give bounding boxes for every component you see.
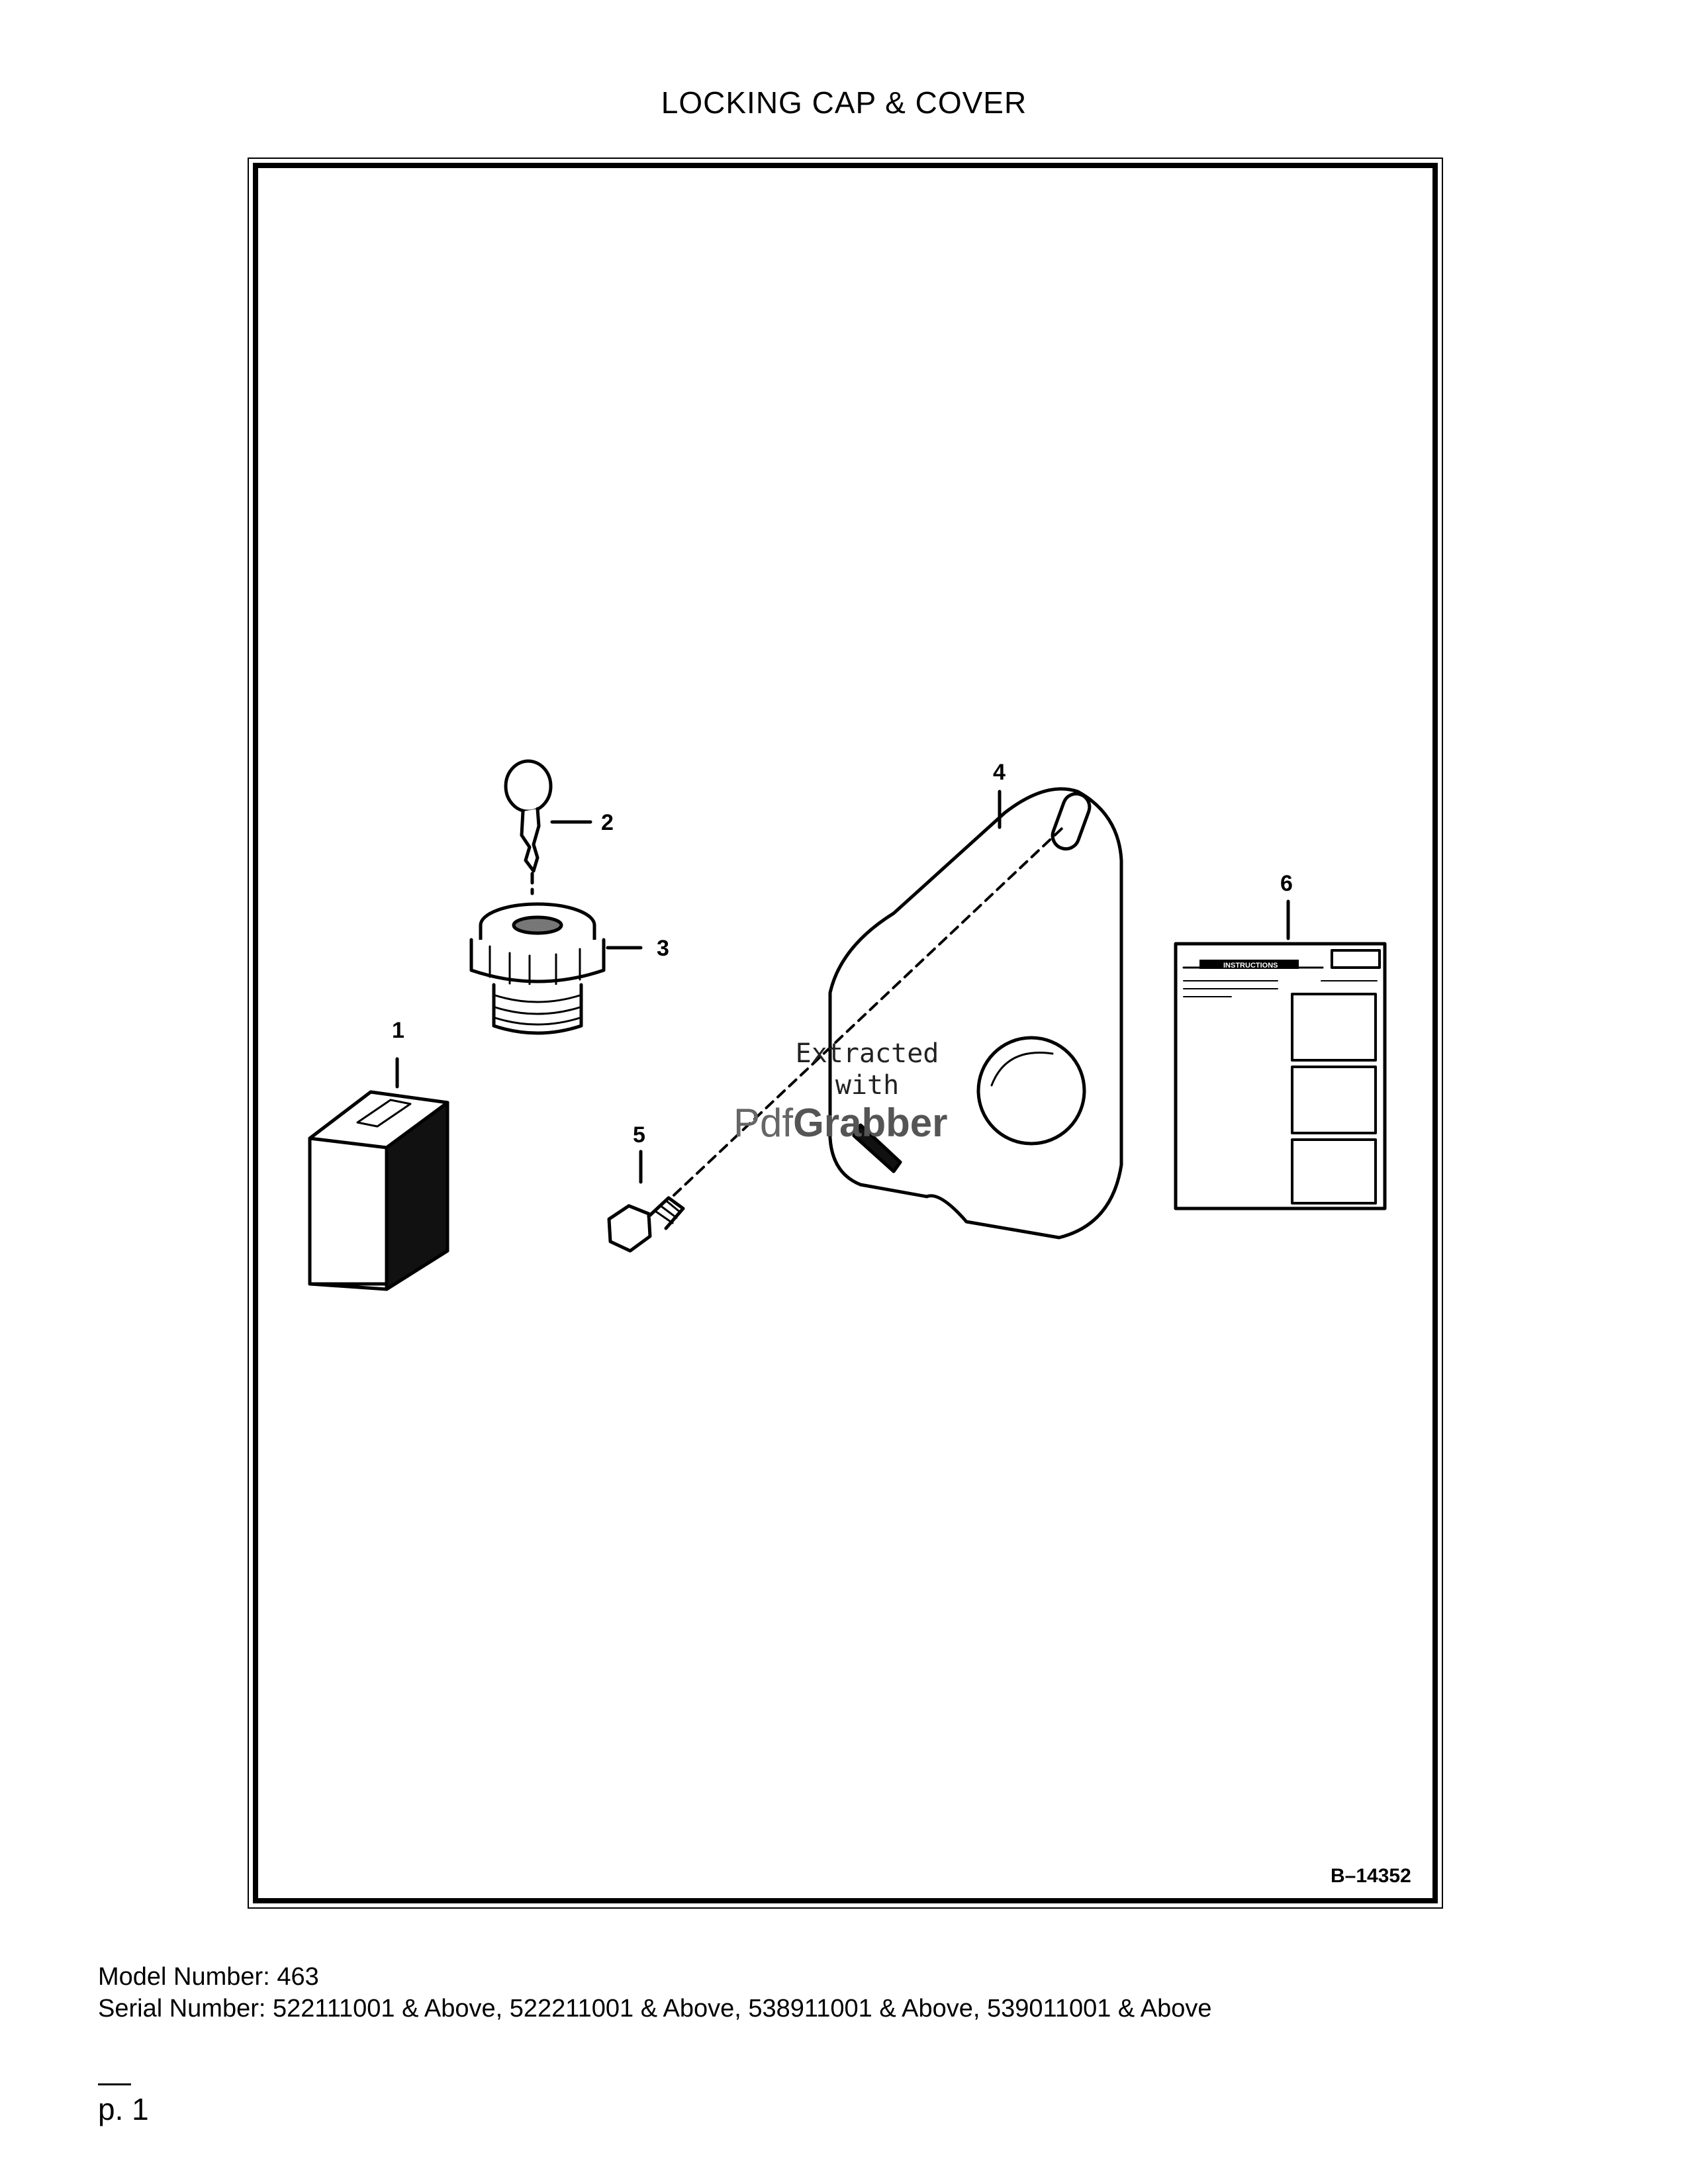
callout-5: 5 bbox=[633, 1122, 645, 1148]
page-title: LOCKING CAP & COVER bbox=[661, 85, 1027, 120]
model-number: Model Number: 463 bbox=[98, 1963, 319, 1991]
part-5-bolt bbox=[607, 1150, 685, 1253]
callout-1: 1 bbox=[392, 1018, 404, 1043]
part-2-key bbox=[504, 759, 592, 895]
figure-frame bbox=[253, 163, 1438, 1903]
part-3-locking-cap bbox=[469, 902, 643, 1035]
figure-frame-outer bbox=[248, 158, 1443, 1909]
callout-2: 2 bbox=[601, 810, 614, 835]
callout-6: 6 bbox=[1280, 871, 1293, 896]
watermark-brand: PdfGrabber bbox=[733, 1101, 948, 1145]
part-6-instruction-decal bbox=[1174, 899, 1387, 1210]
watermark-text: Extracted with bbox=[795, 1038, 939, 1101]
part-4-cover-plate bbox=[828, 787, 1123, 1240]
callout-3: 3 bbox=[657, 936, 669, 961]
part-1-block bbox=[308, 1057, 449, 1291]
page-number: p. 1 bbox=[98, 2092, 149, 2126]
decal-heading: INSTRUCTIONS bbox=[1223, 962, 1278, 970]
serial-number: Serial Number: 522111001 & Above, 522211… bbox=[98, 1995, 1212, 2023]
page-number-rule bbox=[98, 2083, 131, 2085]
callout-4: 4 bbox=[993, 760, 1006, 785]
figure-code: B–14352 bbox=[1331, 1865, 1411, 1887]
